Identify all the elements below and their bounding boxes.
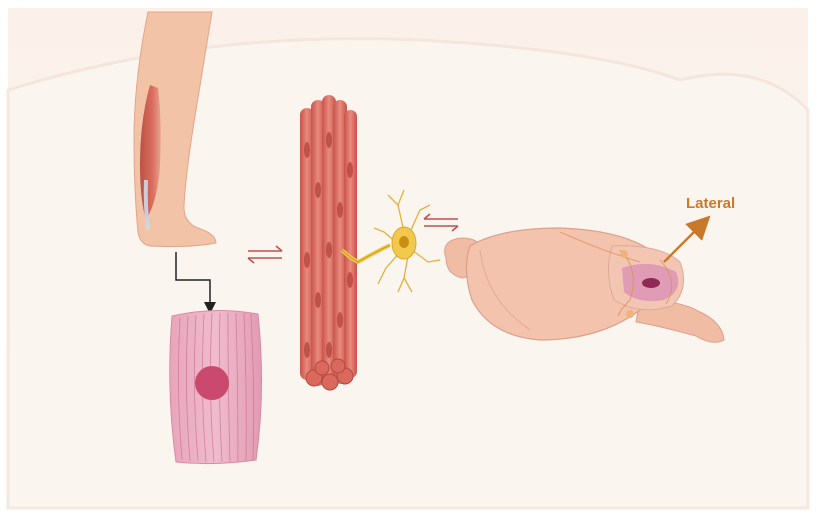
lateral-label: Lateral [686, 195, 735, 212]
background-silhouette [8, 39, 808, 508]
nucleus [195, 366, 229, 400]
muscle-fiber-bundle-icon [300, 95, 357, 390]
muscle-cell-icon [170, 310, 262, 463]
